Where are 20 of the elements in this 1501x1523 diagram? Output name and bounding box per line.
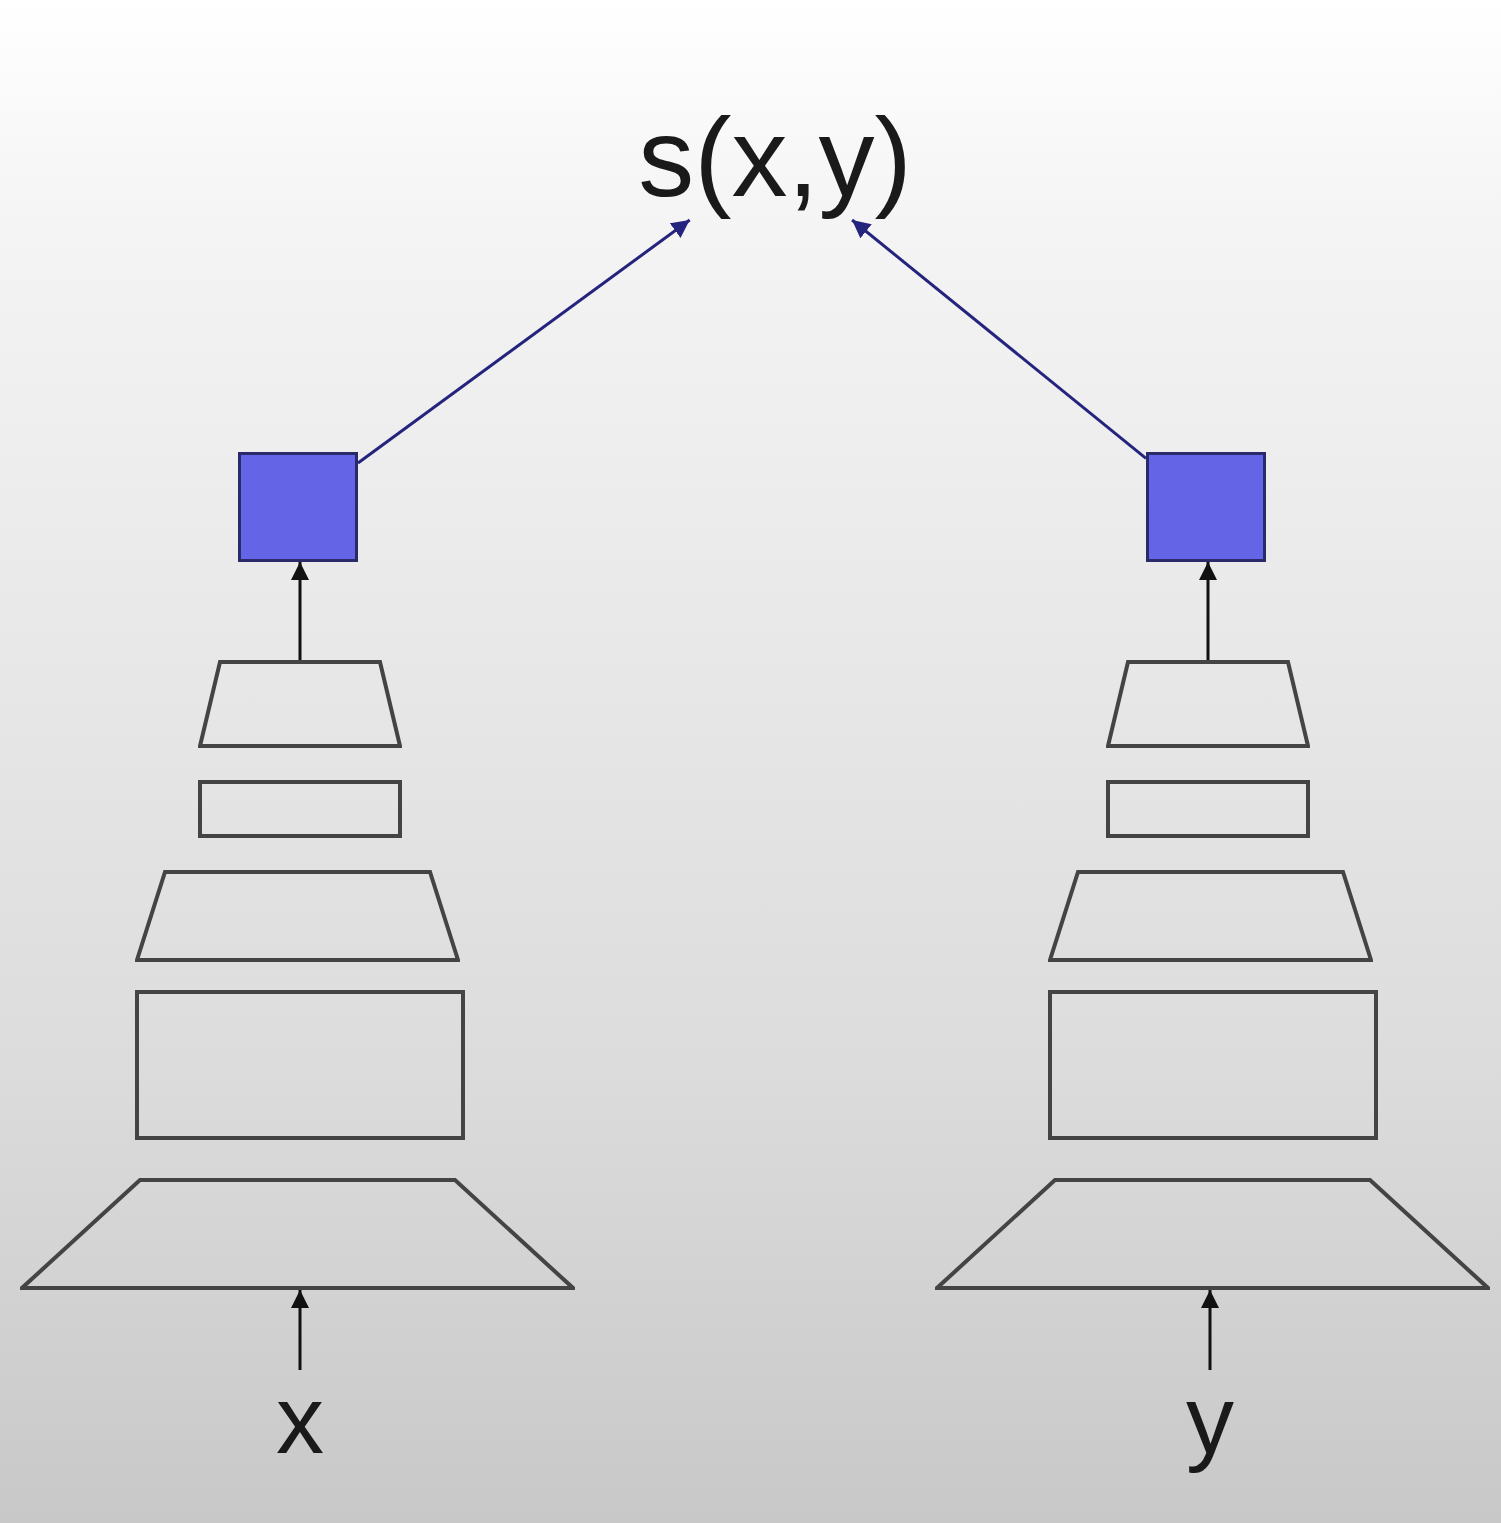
arrow bbox=[1199, 562, 1217, 660]
embedding-square bbox=[1146, 452, 1266, 562]
output-label: s(x,y) bbox=[590, 95, 960, 220]
layer-trapezoid bbox=[1106, 660, 1310, 748]
layer-trapezoid bbox=[1048, 870, 1373, 962]
layer-trapezoid bbox=[935, 1178, 1490, 1290]
layer-rectangle bbox=[1106, 780, 1310, 838]
layer-trapezoid bbox=[198, 660, 402, 748]
layer-trapezoid bbox=[20, 1178, 575, 1290]
arrow bbox=[357, 218, 691, 465]
layer-rectangle bbox=[198, 780, 402, 838]
arrow bbox=[291, 562, 309, 660]
layer-rectangle bbox=[135, 990, 465, 1140]
layer-trapezoid bbox=[135, 870, 460, 962]
layer-rectangle bbox=[1048, 990, 1378, 1140]
embedding-square bbox=[238, 452, 358, 562]
arrow bbox=[291, 1290, 309, 1370]
arrow bbox=[851, 218, 1147, 460]
arrow bbox=[1201, 1290, 1219, 1370]
input-label: x bbox=[255, 1370, 345, 1470]
